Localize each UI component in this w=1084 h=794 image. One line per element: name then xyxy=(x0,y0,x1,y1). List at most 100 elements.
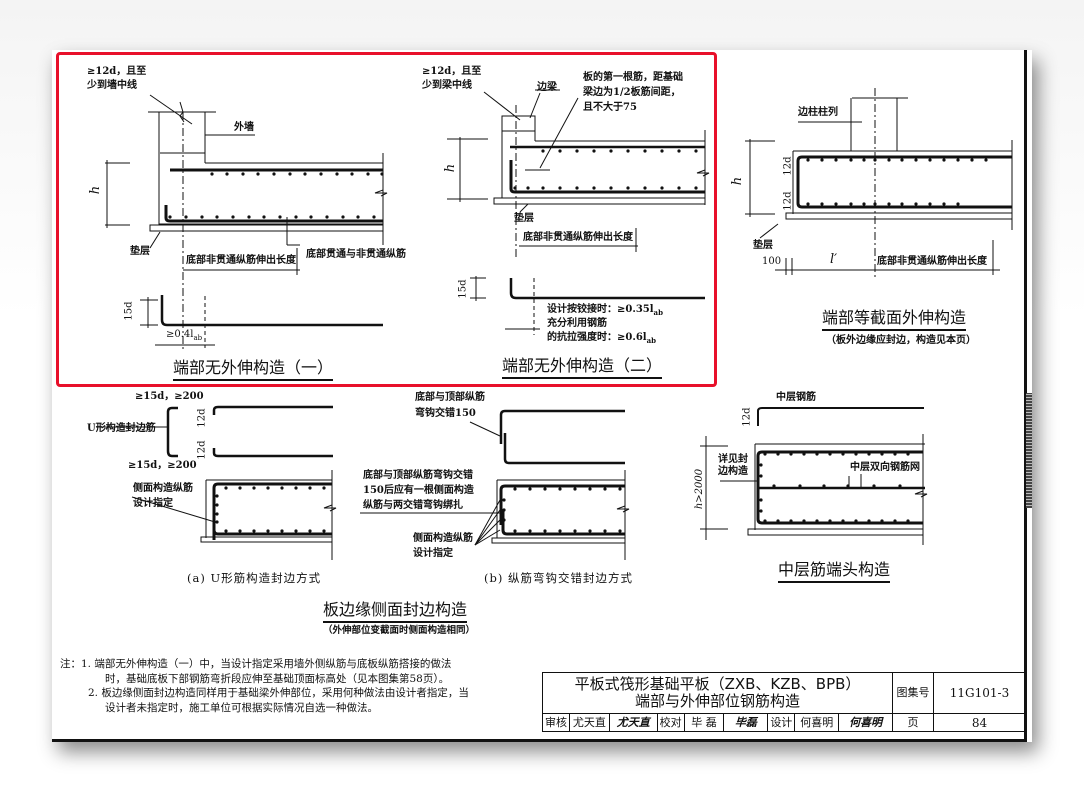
fig3-title: 端部等截面外伸构造 xyxy=(822,308,967,331)
atlas-label: 图集号 xyxy=(893,673,934,713)
fig-a-caption: (a) U形筋构造封边方式 xyxy=(187,571,322,585)
fig3-dim-l: l′ xyxy=(830,252,838,267)
binding-strip xyxy=(1026,393,1032,508)
fig2-dim-nonthrough: 底部非贯通纵筋伸出长度 xyxy=(523,232,633,243)
fig1-bar-dots xyxy=(168,172,384,219)
fig-mid-bar-dots xyxy=(759,452,910,523)
fig1-min-len: ≥0.4lab xyxy=(166,329,203,342)
fig-a-side-bars-1: 侧面构造纵筋 xyxy=(133,483,193,494)
signature-row: 审核 尤天直 尤天直 校对 毕 磊 毕磊 设计 何喜明 何喜明 xyxy=(543,714,893,732)
fig-mid-h-label: h>2000 xyxy=(694,468,706,510)
title-block-title: 平板式筏形基础平板（ZXB、KZB、BPB） 端部与外伸部位钢筋构造 xyxy=(543,673,893,713)
fig3-cushion-label: 垫层 xyxy=(753,240,773,251)
title-block-divider xyxy=(543,713,1026,714)
fig-b-tie-note-2: 150后应有一根侧面构造 xyxy=(363,485,474,496)
highlight-box xyxy=(56,52,717,387)
edge-section-subtitle: （外伸部位变截面时侧面构造相同） xyxy=(323,625,476,636)
check-label: 校对 xyxy=(658,714,685,732)
fig1-anchor-note-2: 少到墙中线 xyxy=(87,80,137,91)
fig3-dim-100: 100 xyxy=(762,256,782,267)
fig-a-side-bars-2: 设计指定 xyxy=(133,498,173,509)
fig2-anchor-note-1: ≥12d，且至 xyxy=(422,66,482,77)
note-1b: 时，基础底板下部钢筋弯折段应伸至基础顶面标高处（见本图集第58页）。 xyxy=(105,672,450,685)
fig-b-tie-note-3: 纵筋与两交错弯钩绑扎 xyxy=(363,500,463,511)
fig2-anchor-note-2: 少到梁中线 xyxy=(422,80,472,91)
sheet-frame-right xyxy=(1024,50,1027,742)
fig1-cushion-label: 垫层 xyxy=(130,246,150,257)
fig-a-bar-dots xyxy=(215,486,326,533)
fig1-dim-nonthrough: 底部非贯通纵筋伸出长度 xyxy=(186,255,296,266)
fig-a-12d-top: 12d xyxy=(196,408,208,428)
fig1-wall-label: 外墙 xyxy=(234,122,254,133)
fig1-label-through: 底部贯通与非贯通纵筋 xyxy=(306,249,406,260)
edge-section-title: 板边缘侧面封边构造 xyxy=(323,600,468,623)
review-name: 尤天直 xyxy=(570,714,610,732)
fig2-cushion-label: 垫层 xyxy=(514,213,534,224)
fig-b-caption: (b) 纵筋弯钩交错封边方式 xyxy=(484,571,633,585)
fig-mid-12d: 12d xyxy=(741,407,753,427)
note-2b: 设计者未指定时，施工单位可根据实际情况自选一种做法。 xyxy=(105,701,378,714)
fig2-len-note-1: 设计按铰接时：≥0.35lab xyxy=(547,304,663,317)
fig-mid-detail-note-1: 详见封 xyxy=(718,454,748,465)
fig-mid-bar-label: 中层钢筋 xyxy=(776,392,816,403)
fig1-hook-15d: 15d xyxy=(123,301,135,321)
fig3-h-label: h xyxy=(730,176,746,186)
fig-a-drawing xyxy=(96,405,337,560)
fig-b-hook-note-1: 底部与顶部纵筋 xyxy=(415,392,485,403)
fig-b-tie-note-1: 底部与顶部纵筋弯钩交错 xyxy=(363,470,473,481)
sheet-frame-bottom xyxy=(52,739,1027,742)
fig3-drawing xyxy=(745,88,1013,278)
review-label: 审核 xyxy=(543,714,570,732)
page-label: 页 xyxy=(893,714,934,732)
fig-b-side-bars-1: 侧面构造纵筋 xyxy=(413,533,473,544)
fig2-title: 端部无外伸构造（二） xyxy=(502,356,663,379)
fig1-drawing xyxy=(105,94,388,350)
fig3-bar-dots xyxy=(806,158,988,206)
fig-b-side-bars-2: 设计指定 xyxy=(413,548,453,559)
fig2-hook-15d: 15d xyxy=(457,279,469,299)
title-block: 平板式筏形基础平板（ZXB、KZB、BPB） 端部与外伸部位钢筋构造 图集号 1… xyxy=(542,672,1026,732)
fig3-12d-top: 12d xyxy=(782,156,794,176)
check-name: 毕 磊 xyxy=(685,714,725,732)
fig2-bar-dots xyxy=(513,149,698,190)
note-1a: 1. 端部无外伸构造（一）中，当设计指定采用墙外侧纵筋与底板纵筋搭接的做法 xyxy=(81,658,452,670)
fig-mid-detail-note-2: 边构造 xyxy=(718,466,748,477)
fig-b-drawing xyxy=(360,409,630,560)
fig2-len-note-2: 充分利用钢筋 xyxy=(547,318,607,329)
fig1-title: 端部无外伸构造（一） xyxy=(173,358,334,381)
fig3-column-label: 边柱柱列 xyxy=(798,107,838,118)
fig-mid-drawing xyxy=(700,407,928,545)
note-2a: 2. 板边缘侧面封边构造同样用于基础梁外伸部位，采用何种做法由设计者指定，当 xyxy=(88,687,469,699)
notes-prefix: 注： xyxy=(60,658,81,670)
fig-a-bottom-length: ≥15d，≥200 xyxy=(128,460,197,471)
fig-a-12d-bottom: 12d xyxy=(196,440,208,460)
check-signature: 毕磊 xyxy=(724,714,769,732)
atlas-number: 11G101-3 xyxy=(934,673,1026,713)
fig3-12d-bottom: 12d xyxy=(782,191,794,211)
fig2-beam-label: 边梁 xyxy=(537,82,557,93)
fig2-first-bar-note-1: 板的第一根筋，距基础 xyxy=(583,72,683,83)
fig3-subtitle: （板外边缘应封边，构造见本页） xyxy=(826,335,976,346)
fig-mid-title: 中层筋端头构造 xyxy=(778,560,891,583)
fig3-dim-nonthrough: 底部非贯通纵筋伸出长度 xyxy=(877,256,987,267)
fig2-first-bar-note-3: 且不大于75 xyxy=(583,102,637,113)
fig-mid-mesh-label: 中层双向钢筋网 xyxy=(850,462,920,473)
design-label: 设计 xyxy=(768,714,796,732)
fig2-len-note-3: 的抗拉强度时：≥0.6lab xyxy=(547,332,657,345)
fig1-h-label: h xyxy=(88,185,104,195)
design-name: 何喜明 xyxy=(795,714,840,732)
fig2-h-label: h xyxy=(443,163,459,173)
page-number: 84 xyxy=(934,714,1026,732)
notes: 注：1. 端部无外伸构造（一）中，当设计指定采用墙外侧纵筋与底板纵筋搭接的做法 … xyxy=(60,657,469,715)
fig-b-hook-note-2: 弯钩交错150 xyxy=(415,408,476,419)
title-line-1: 平板式筏形基础平板（ZXB、KZB、BPB） xyxy=(574,675,861,693)
design-signature: 何喜明 xyxy=(849,716,883,729)
fig1-anchor-note-1: ≥12d，且至 xyxy=(87,66,147,77)
fig-a-top-length: ≥15d，≥200 xyxy=(135,391,204,402)
fig2-drawing xyxy=(447,89,710,335)
fig2-first-bar-note-2: 梁边为1/2板筋间距， xyxy=(583,87,681,98)
fig-a-u-label: U形构造封边筋 xyxy=(87,423,156,434)
fig-b-bar-dots xyxy=(502,487,622,533)
review-signature: 尤天直 xyxy=(610,714,658,732)
